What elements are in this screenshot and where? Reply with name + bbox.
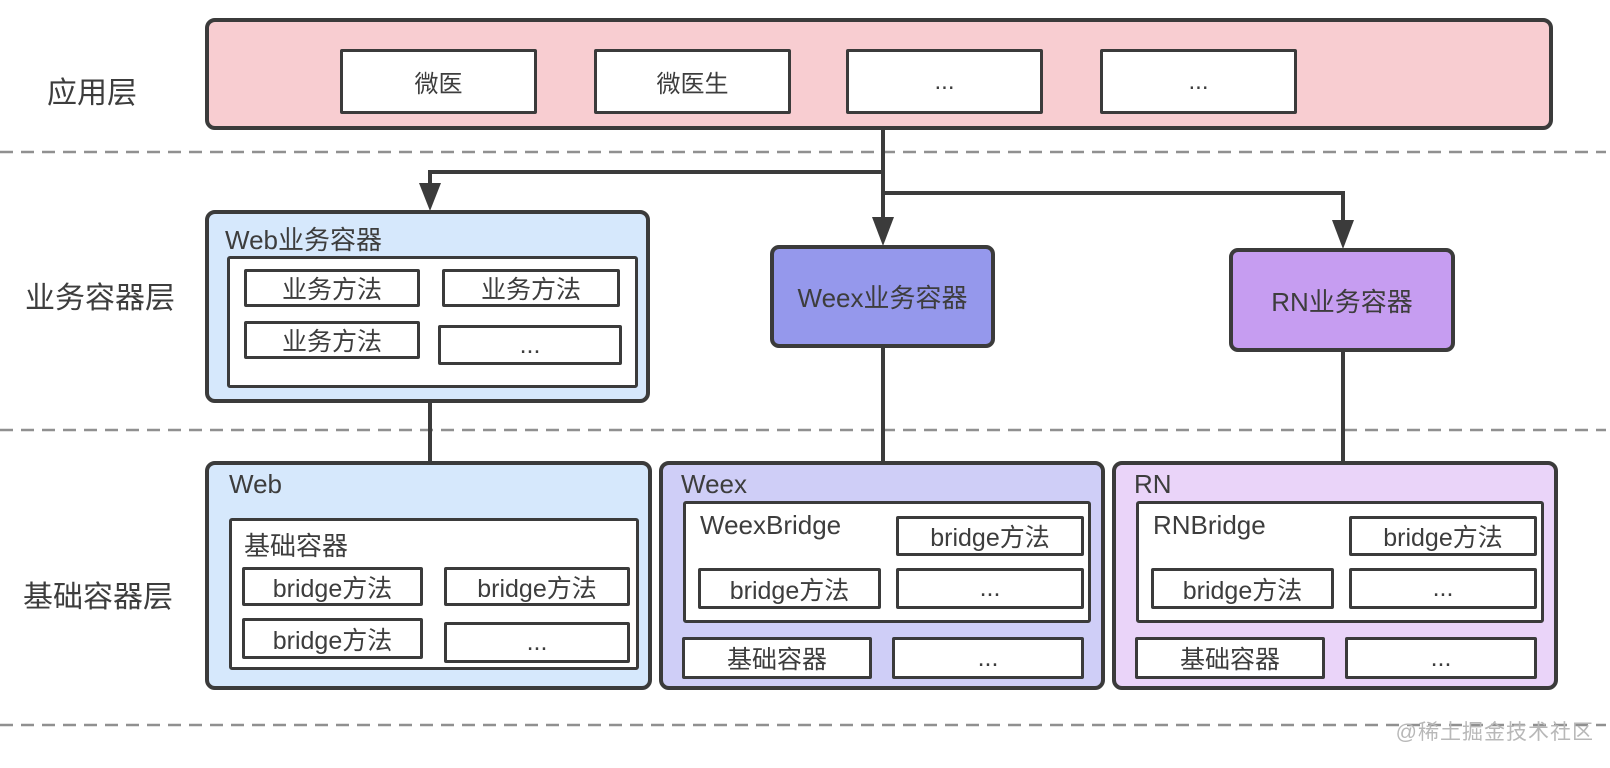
base-container-title: 基础容器: [244, 531, 349, 561]
base-container-more-box: ...: [892, 637, 1084, 679]
bridge-method-box: bridge方法: [242, 567, 423, 606]
base-web-container-panel: 基础容器 bridge方法 bridge方法 bridge方法 ...: [229, 518, 639, 670]
business-method-box: 业务方法: [244, 269, 420, 307]
weex-bridge-panel: WeexBridge bridge方法 bridge方法 ...: [683, 501, 1091, 623]
app-box-more-1: ...: [846, 49, 1043, 114]
rn-business-container: RN业务容器: [1229, 248, 1455, 352]
weex-bridge-title: WeexBridge: [700, 510, 842, 540]
arrowhead-into-rn-business: [1332, 220, 1354, 249]
base-rn-container: RN RNBridge bridge方法 bridge方法 ... 基础容器 .…: [1112, 461, 1558, 690]
base-weex-container: Weex WeexBridge bridge方法 bridge方法 ... 基础…: [659, 461, 1105, 690]
weex-business-container: Weex业务容器: [770, 245, 995, 348]
base-web-title: Web: [229, 469, 282, 499]
business-method-more-box: ...: [438, 325, 622, 365]
application-layer-band: 微医 微医生 ... ...: [205, 18, 1553, 130]
layer-label-business: 业务容器层: [25, 282, 175, 315]
layer-label-base: 基础容器层: [23, 581, 173, 614]
watermark: @稀土掘金技术社区: [1395, 721, 1594, 744]
layer-label-application: 应用层: [47, 77, 137, 110]
app-box-weiyisheng: 微医生: [594, 49, 791, 114]
bridge-method-box: bridge方法: [698, 568, 881, 609]
bridge-method-more-box: ...: [1349, 568, 1537, 609]
base-container-more-box: ...: [1345, 637, 1537, 679]
base-web-container: Web 基础容器 bridge方法 bridge方法 bridge方法 ...: [205, 461, 652, 690]
app-box-weiyi: 微医: [340, 49, 537, 114]
app-box-more-2: ...: [1100, 49, 1297, 114]
base-weex-title: Weex: [681, 469, 747, 499]
bridge-method-box: bridge方法: [242, 618, 423, 659]
business-method-box: 业务方法: [244, 321, 420, 359]
web-business-methods-panel: 业务方法 业务方法 业务方法 ...: [227, 256, 638, 388]
base-rn-title: RN: [1134, 469, 1172, 499]
bridge-method-box: bridge方法: [896, 516, 1084, 556]
base-container-box: 基础容器: [1135, 637, 1325, 679]
bridge-method-more-box: ...: [444, 622, 630, 663]
arrowhead-into-weex-business: [872, 217, 894, 246]
bridge-method-more-box: ...: [896, 568, 1084, 609]
web-business-title: Web业务容器: [225, 225, 382, 255]
rn-bridge-title: RNBridge: [1153, 510, 1266, 540]
bridge-method-box: bridge方法: [444, 567, 630, 606]
bridge-method-box: bridge方法: [1151, 568, 1334, 609]
connector-branch-to-web: [428, 170, 883, 185]
connector-branch-to-rn: [883, 191, 1345, 222]
rn-bridge-panel: RNBridge bridge方法 bridge方法 ...: [1136, 501, 1544, 623]
arrowhead-into-web-business: [419, 183, 441, 211]
bridge-method-box: bridge方法: [1349, 516, 1537, 556]
base-container-box: 基础容器: [682, 637, 872, 679]
web-business-container: Web业务容器 业务方法 业务方法 业务方法 ...: [205, 210, 650, 403]
business-method-box: 业务方法: [442, 269, 620, 307]
